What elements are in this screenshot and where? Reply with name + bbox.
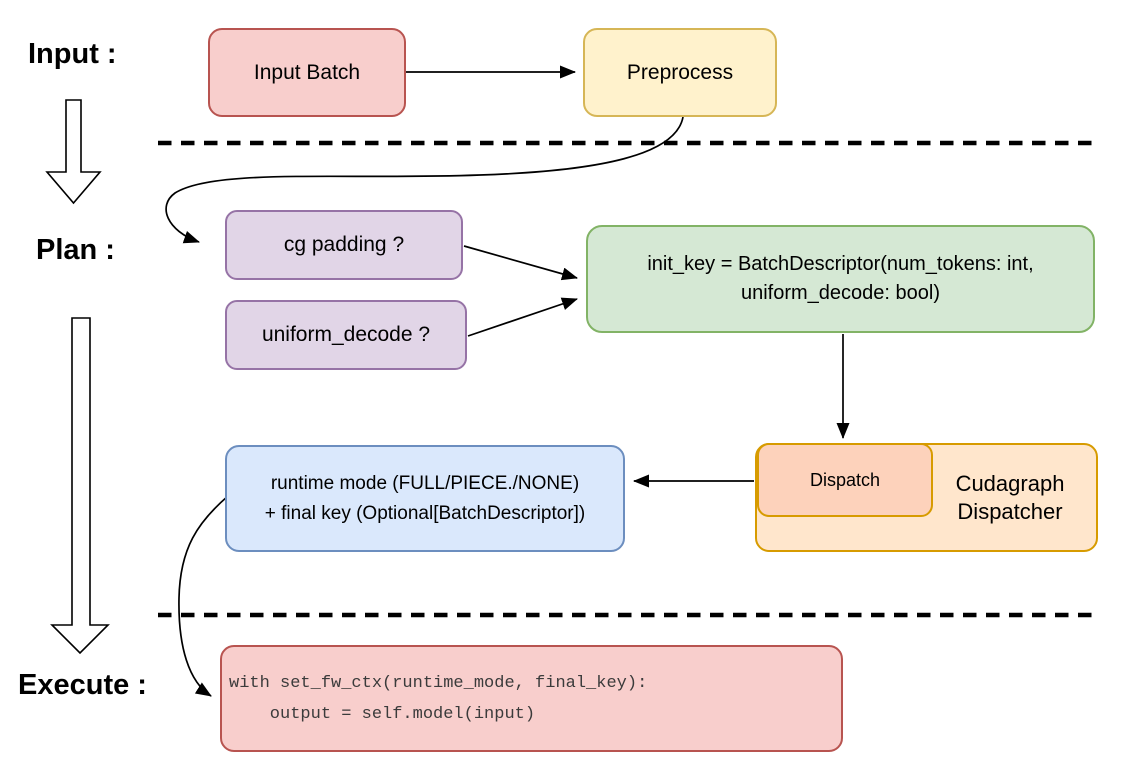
node-cg-padding: cg padding ?: [225, 210, 463, 280]
node-init-key-line1: init_key = BatchDescriptor(num_tokens: i…: [647, 253, 1034, 275]
node-input-batch: Input Batch: [208, 28, 406, 117]
node-runtime-mode-line2: + final key (Optional[BatchDescriptor]): [264, 502, 586, 524]
node-cudagraph-line2: Dispatcher: [957, 498, 1063, 524]
node-init-key: init_key = BatchDescriptor(num_tokens: i…: [586, 225, 1095, 333]
stage-arrow-input-to-plan: [45, 99, 102, 205]
edge-uniformdecode-to-initkey: [467, 297, 578, 337]
stage-label-execute: Execute :: [18, 669, 147, 701]
node-init-key-line2: uniform_decode: bool): [740, 282, 940, 304]
node-cg-padding-label: cg padding ?: [283, 233, 405, 256]
node-dispatch-label: Dispatch: [809, 469, 881, 490]
node-uniform-decode: uniform_decode ?: [225, 300, 467, 370]
stage-label-plan: Plan :: [36, 234, 115, 266]
node-uniform-decode-label: uniform_decode ?: [261, 323, 431, 346]
node-execute-code: with set_fw_ctx(runtime_mode, final_key)…: [220, 645, 843, 752]
node-cudagraph-dispatcher-label: Cudagraph Dispatcher: [926, 445, 1094, 550]
node-preprocess: Preprocess: [583, 28, 777, 117]
node-cudagraph-line1: Cudagraph: [955, 470, 1065, 496]
execute-code-line2: output = self.model(input): [229, 704, 536, 724]
node-preprocess-label: Preprocess: [626, 60, 734, 84]
stage-label-input: Input :: [28, 38, 117, 70]
node-runtime-mode-line1: runtime mode (FULL/PIECE./NONE): [270, 473, 580, 495]
node-dispatch: Dispatch: [757, 443, 933, 517]
edge-cgpadding-to-initkey: [463, 245, 578, 281]
node-input-batch-label: Input Batch: [253, 60, 361, 84]
execute-code-line1: with set_fw_ctx(runtime_mode, final_key)…: [229, 673, 648, 693]
node-runtime-mode: runtime mode (FULL/PIECE./NONE) + final …: [225, 445, 625, 552]
stage-arrow-plan-to-execute: [50, 317, 110, 655]
